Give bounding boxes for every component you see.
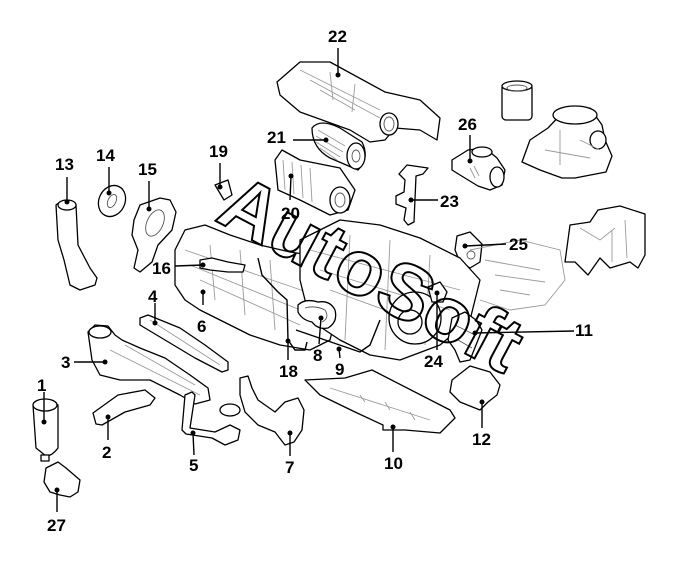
callout-label: 5: [189, 456, 198, 475]
part-bracket-assembly[interactable]: [447, 311, 483, 363]
callout-label: 26: [458, 115, 477, 134]
part-mount-27[interactable]: [43, 461, 81, 498]
callout-label: 22: [328, 27, 347, 46]
callout-label: 4: [148, 287, 158, 306]
callout-21[interactable]: 21: [267, 128, 329, 147]
part-manifold-gasket-left[interactable]: [139, 314, 229, 373]
callout-label: 1: [37, 376, 46, 395]
callout-24[interactable]: 24: [424, 290, 443, 372]
part-engine-block: [174, 219, 566, 361]
callout-3[interactable]: 3: [61, 353, 108, 372]
part-gasket-8[interactable]: [297, 299, 337, 330]
part-pipe[interactable]: [181, 391, 241, 446]
callouts: 1 2 3 4 5 6 7 8: [37, 27, 593, 535]
callout-9[interactable]: 9: [335, 346, 344, 380]
callout-7[interactable]: 7: [285, 430, 294, 478]
part-seal-ring[interactable]: [93, 181, 130, 221]
part-heat-shield[interactable]: [239, 375, 305, 446]
callout-label: 15: [138, 160, 157, 179]
callout-label: 13: [55, 155, 74, 174]
part-cover-right: [564, 205, 646, 276]
callout-1[interactable]: 1: [37, 376, 47, 425]
callout-12[interactable]: 12: [472, 399, 491, 450]
callout-2[interactable]: 2: [102, 414, 111, 463]
callout-label: 3: [61, 353, 70, 372]
callout-label: 8: [313, 346, 322, 365]
callout-label: 25: [509, 235, 528, 254]
callout-label: 7: [285, 458, 294, 477]
callout-22[interactable]: 22: [328, 27, 347, 78]
callout-label: 12: [472, 430, 491, 449]
part-manifold-gasket-right[interactable]: [304, 369, 456, 434]
callout-19[interactable]: 19: [209, 142, 228, 190]
callout-8[interactable]: 8: [313, 315, 324, 366]
part-oil-filter-element[interactable]: [311, 122, 366, 171]
callout-label: 20: [281, 204, 300, 223]
callout-18[interactable]: 18: [279, 338, 298, 382]
callout-6[interactable]: 6: [197, 289, 206, 337]
part-sensor-pipe[interactable]: [257, 257, 308, 351]
part-front-cover-plate[interactable]: [131, 197, 177, 273]
callout-label: 19: [209, 142, 228, 161]
callout-23[interactable]: 23: [408, 192, 459, 211]
callout-14[interactable]: 14: [96, 146, 115, 196]
part-intake-housing[interactable]: [274, 149, 356, 216]
callout-label: 21: [267, 128, 286, 147]
part-cylinder-cap: [501, 80, 533, 121]
callout-label: 27: [47, 516, 66, 535]
callout-16[interactable]: 16: [152, 259, 206, 278]
part-heat-shield-right[interactable]: [449, 365, 501, 411]
callout-label: 24: [424, 352, 443, 371]
callout-4[interactable]: 4: [148, 287, 158, 326]
callout-11[interactable]: 11: [472, 321, 593, 340]
callout-10[interactable]: 10: [384, 424, 403, 474]
callout-25[interactable]: 25: [462, 235, 528, 254]
part-filter-cartridge[interactable]: [32, 398, 59, 462]
callout-5[interactable]: 5: [189, 430, 198, 476]
callout-label: 18: [279, 362, 298, 381]
callout-label: 11: [575, 321, 593, 340]
callout-27[interactable]: 27: [47, 487, 66, 536]
part-injector[interactable]: [199, 257, 246, 273]
part-tube-9[interactable]: [295, 319, 381, 353]
callout-label: 10: [384, 454, 403, 473]
part-engine-cover[interactable]: [276, 61, 441, 143]
callout-label: 2: [102, 443, 111, 462]
part-exhaust-manifold[interactable]: [87, 324, 211, 405]
part-oil-filler-tube[interactable]: [55, 199, 98, 291]
callout-label: 16: [152, 259, 171, 278]
callout-label: 9: [335, 360, 344, 379]
callout-13[interactable]: 13: [55, 155, 74, 205]
part-bracket-2[interactable]: [92, 389, 156, 426]
part-dipstick-bracket[interactable]: [395, 164, 429, 226]
callout-20[interactable]: 20: [281, 173, 300, 224]
callout-label: 14: [96, 146, 115, 165]
callout-label: 23: [440, 192, 459, 211]
part-valve[interactable]: [451, 146, 506, 191]
part-pump-housing: [521, 105, 613, 179]
callout-26[interactable]: 26: [458, 115, 477, 164]
callout-label: 6: [197, 317, 206, 336]
callout-15[interactable]: 15: [138, 160, 157, 212]
